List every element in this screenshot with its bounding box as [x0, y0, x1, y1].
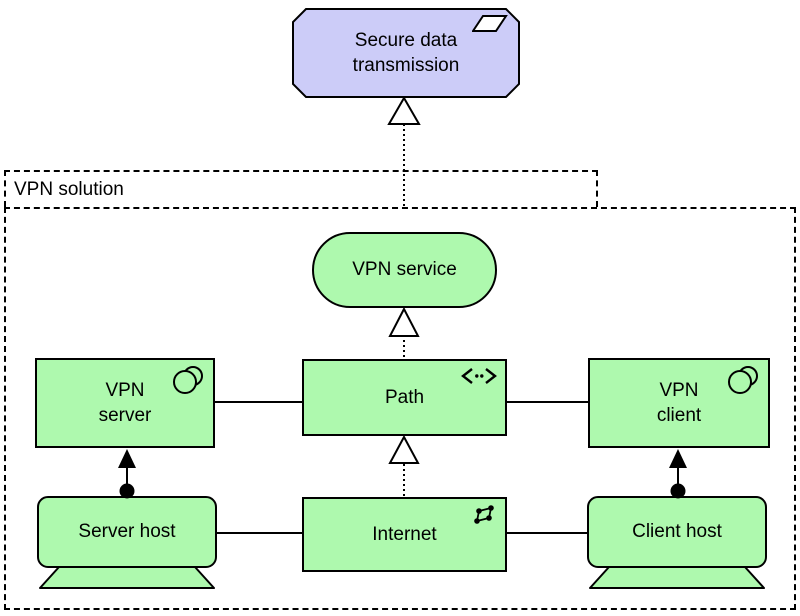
- internet-label: Internet: [372, 523, 437, 545]
- internet-node: Internet: [302, 497, 507, 572]
- requirement-parallelogram-icon: [472, 15, 508, 32]
- realization-group-to-requirement-arrowhead: [387, 95, 421, 125]
- group-vpn-solution-label: VPN solution: [14, 178, 124, 200]
- vpn-server-node: VPN server: [35, 358, 215, 448]
- requirement-label: Secure data transmission: [292, 8, 520, 98]
- path-label: Path: [384, 386, 425, 408]
- requirement-node: Secure data transmission: [292, 8, 520, 98]
- path-node: Path: [302, 359, 507, 436]
- vpn-service-label: VPN service: [352, 259, 457, 281]
- group-vpn-solution-body: [4, 207, 796, 610]
- requirement-label-line1: Secure data: [354, 29, 458, 51]
- network-nodes-icon: [474, 505, 494, 524]
- system-software-icon: [173, 366, 203, 394]
- vpn-client-label-line1: VPN: [659, 379, 699, 401]
- system-software-icon: [728, 366, 758, 394]
- vpn-server-label-line2: server: [98, 405, 152, 426]
- vpn-server-label-line1: VPN: [105, 379, 145, 401]
- server-host-node: Server host: [37, 496, 217, 590]
- requirement-octagon-shape: [292, 8, 520, 98]
- device-shape: [587, 496, 767, 589]
- vpn-client-node: VPN client: [588, 358, 770, 448]
- client-host-node: Client host: [587, 496, 767, 590]
- vpn-service-node: VPN service: [312, 232, 497, 308]
- vpn-client-label-line2: client: [656, 405, 702, 426]
- requirement-label-line2: transmission: [352, 55, 460, 76]
- client-host-label: Client host: [632, 521, 722, 543]
- server-host-label: Server host: [78, 521, 176, 543]
- group-vpn-solution-tab: VPN solution: [4, 170, 598, 207]
- path-chevrons-icon: [461, 368, 497, 384]
